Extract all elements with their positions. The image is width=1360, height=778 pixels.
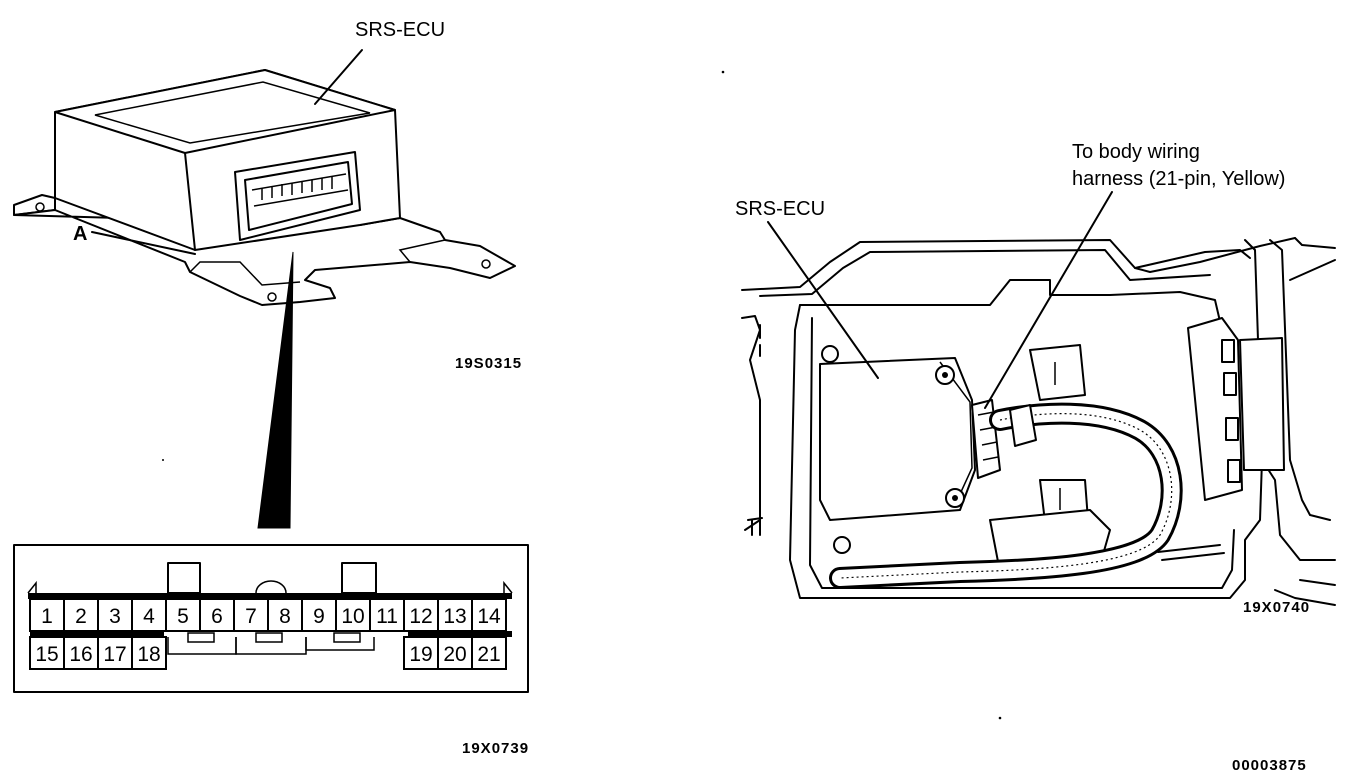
pin-cell <box>267 598 303 632</box>
pin-number: 16 <box>69 643 92 666</box>
pin-number: 3 <box>109 605 121 628</box>
pin-cell <box>29 598 65 632</box>
figure-code-19x0739: 19X0739 <box>462 740 529 757</box>
right-ecu-leader <box>767 221 879 379</box>
pin-cell <box>471 598 507 632</box>
pin-number: 19 <box>409 643 432 666</box>
pin-cell <box>63 636 99 670</box>
pin-number: 8 <box>279 605 291 628</box>
pin-number: 12 <box>409 605 432 628</box>
pin-number: 6 <box>211 605 223 628</box>
pin-number: 1 <box>41 605 53 628</box>
pin-cell <box>97 636 133 670</box>
harness-label-line-1: To body wiring <box>1072 141 1200 163</box>
pin-number: 11 <box>376 605 398 628</box>
harness-leader <box>984 191 1113 409</box>
pin-number: 20 <box>443 643 466 666</box>
pin-number: 7 <box>245 605 257 628</box>
pin-cell <box>369 598 405 632</box>
point-a-label: A <box>73 223 87 245</box>
pin-cell <box>301 598 337 632</box>
harness-label-line-2: harness (21-pin, Yellow) <box>1072 168 1285 190</box>
figure-code-19s0315: 19S0315 <box>455 355 522 372</box>
pin-number: 2 <box>75 605 87 628</box>
vehicle-floor-drawing <box>741 237 1336 606</box>
pin-cell <box>97 598 133 632</box>
enlargement-pointer <box>257 251 294 529</box>
pin-number: 4 <box>143 605 155 628</box>
srs-ecu-unit-drawing <box>13 49 516 306</box>
pin-number: 13 <box>443 605 466 628</box>
figure-code-19x0740: 19X0740 <box>1243 599 1310 616</box>
pin-number: 5 <box>177 605 189 628</box>
pin-number: 10 <box>341 605 364 628</box>
pin-number: 18 <box>137 643 160 666</box>
pin-number: 21 <box>477 643 500 666</box>
pin-cell <box>437 598 473 632</box>
pin-number: 15 <box>35 643 58 666</box>
pin-cell <box>403 598 439 632</box>
pin-number: 9 <box>313 605 325 628</box>
connector-pins-bottom-row: 15 16 17 18 19 20 21 <box>29 636 507 670</box>
right-ecu-label: SRS-ECU <box>735 198 825 220</box>
pin-number: 17 <box>103 643 126 666</box>
pin-cell <box>63 598 99 632</box>
pin-cell <box>131 636 167 670</box>
pin-cell <box>471 636 507 670</box>
left-ecu-label: SRS-ECU <box>355 19 445 41</box>
page-code: 00003875 <box>1232 757 1307 774</box>
pin-cell <box>233 598 269 632</box>
pin-cell <box>131 598 167 632</box>
pin-number: 14 <box>477 605 501 628</box>
